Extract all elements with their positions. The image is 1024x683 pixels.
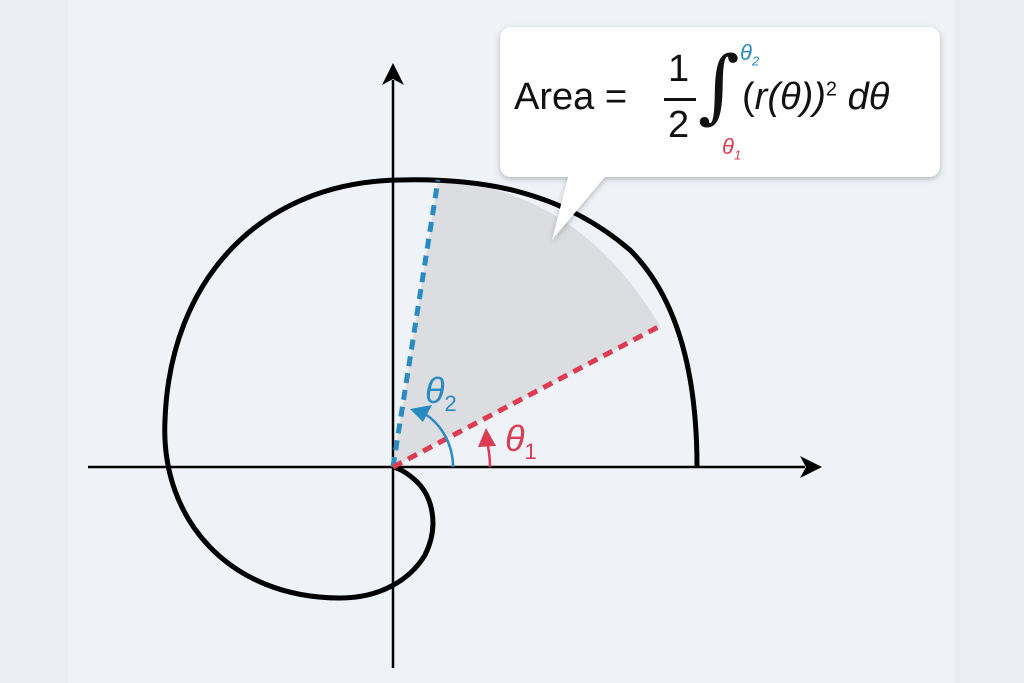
x-axis-arrow-icon xyxy=(800,456,822,478)
formula-label: Area = xyxy=(514,76,628,118)
fraction-bar xyxy=(664,98,696,101)
theta1-angle-arc xyxy=(486,445,492,468)
lower-limit: θ1 xyxy=(722,134,742,163)
integrand: (r(θ))2 dθ xyxy=(742,76,890,118)
area-formula: Area = 1 2 ∫ θ2 θ1 (r(θ))2 dθ xyxy=(510,39,930,163)
theta1-label: θ1 xyxy=(505,418,537,465)
theta2-label: θ2 xyxy=(425,370,457,417)
polar-curve xyxy=(162,177,700,601)
fraction-numerator: 1 xyxy=(668,48,690,90)
integral-sign: ∫ xyxy=(698,39,740,132)
theta1-arrow-icon xyxy=(478,428,496,447)
upper-limit: θ2 xyxy=(740,40,760,69)
fraction-denominator: 2 xyxy=(668,104,690,146)
theta2-arrow-icon xyxy=(410,405,432,422)
shaded-area-region xyxy=(393,180,660,467)
theta2-angle-arc xyxy=(424,412,455,468)
y-axis-arrow-icon xyxy=(382,63,404,85)
formula-callout xyxy=(500,27,940,240)
theta2-ray xyxy=(390,179,441,468)
